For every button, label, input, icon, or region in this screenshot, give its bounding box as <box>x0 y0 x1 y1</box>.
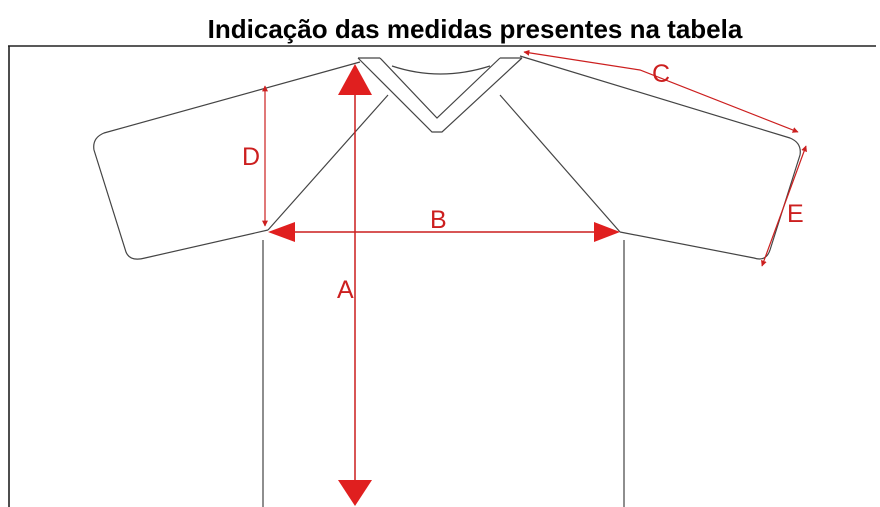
page-title: Indicação das medidas presentes na tabel… <box>207 14 743 44</box>
tshirt-outline <box>93 55 801 507</box>
measure-a-arrow-bottom <box>338 480 372 506</box>
measure-d-label: D <box>242 143 260 171</box>
measure-b-arrow-left <box>268 222 295 242</box>
left-sleeve <box>93 61 361 260</box>
collar-outer <box>357 57 523 133</box>
measure-a-arrow-top <box>338 64 372 95</box>
measure-d: D <box>242 85 268 227</box>
collar-inner <box>379 57 501 119</box>
measure-c: C <box>523 49 799 133</box>
measure-a-label: A <box>337 276 354 304</box>
measure-c-label: C <box>652 60 670 88</box>
measure-e-label: E <box>787 200 804 228</box>
measure-b-arrow-right <box>594 222 620 242</box>
collar-back <box>391 65 491 75</box>
measure-b: B <box>268 206 620 242</box>
left-raglan-seam <box>267 94 389 231</box>
measure-a: A <box>337 64 372 506</box>
right-raglan-seam <box>499 94 621 233</box>
measure-b-label: B <box>430 206 447 234</box>
measure-e: E <box>761 145 807 267</box>
